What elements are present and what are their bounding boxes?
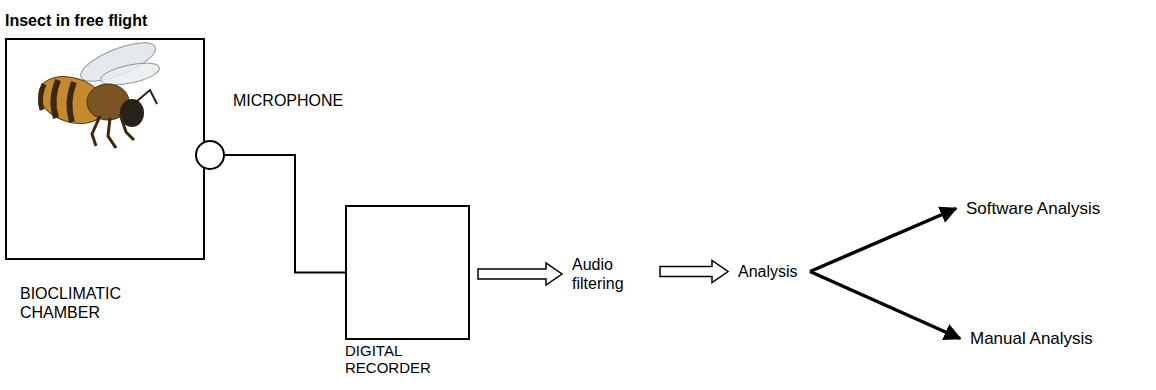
microphone-label: MICROPHONE [233, 91, 343, 110]
output-step: Software Analysis [966, 199, 1100, 218]
branch-arrow [810, 209, 956, 272]
output-step: Manual Analysis [970, 329, 1095, 348]
bee-figure [33, 35, 161, 148]
step-label: Manual Analysis [970, 329, 1095, 348]
bee-stripe [53, 80, 58, 118]
chamber-heading: Insect in free flight [5, 11, 147, 30]
bee-stripe [40, 84, 44, 110]
hollow-arrow [660, 261, 728, 283]
chamber-box: Insect in free flightBIOCLIMATIC CHAMBER [5, 38, 205, 260]
process-step: Audio filtering [572, 255, 652, 293]
hollow-arrow [478, 263, 562, 285]
wire-connector [225, 155, 345, 273]
branch-arrow [810, 272, 960, 339]
recorder-box: DIGITAL RECORDER [345, 205, 470, 340]
process-step: Analysis [738, 262, 800, 281]
step-label: Analysis [738, 262, 800, 281]
bee-leg [92, 116, 100, 146]
recorder-label: DIGITAL RECORDER [345, 342, 455, 376]
chamber-label: BIOCLIMATIC CHAMBER [20, 284, 170, 322]
microphone-circle: MICROPHONE [195, 140, 225, 170]
bee-leg [108, 118, 116, 148]
step-label: Software Analysis [966, 199, 1100, 218]
bee-leg [120, 114, 134, 140]
bee-stripe [69, 82, 74, 122]
step-label: Audio filtering [572, 255, 652, 293]
bee-antenna [136, 90, 157, 104]
